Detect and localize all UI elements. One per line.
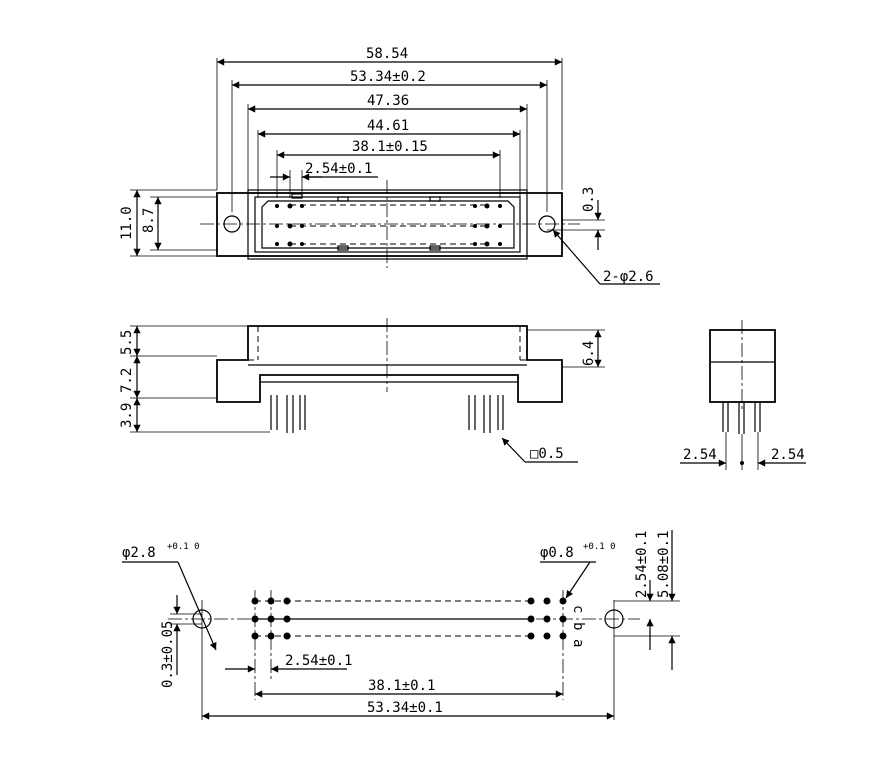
side-view: 2.54 2.54: [680, 320, 806, 470]
row-label-a: a: [570, 639, 586, 647]
note-holes: 2-φ2.6: [603, 269, 654, 285]
dim-row-pitch: 2.54±0.1: [634, 531, 650, 598]
row-label-c: c: [570, 605, 586, 613]
dim-front-mid: 7.2: [119, 368, 135, 393]
dim-overall: 58.54: [366, 46, 408, 62]
note-pin-square: □0.5: [530, 446, 564, 462]
dim-pcb-pitch: 2.54±0.1: [285, 653, 352, 669]
dim-front-top: 5.5: [119, 330, 135, 355]
pcb-layout: c b a φ2.8 +0.1 0 φ0.8 +0.1 0 2.54±0.1 5…: [122, 530, 680, 720]
row-label-b: b: [570, 622, 586, 630]
note-mount-hole: φ2.8: [122, 545, 156, 561]
dim-mount-holes: 53.34±0.2: [350, 69, 426, 85]
note-pin-tol: +0.1 0: [583, 542, 616, 552]
dim-offset-bottom: 0.3±0.05: [160, 621, 176, 688]
dim-pcb-pin-span: 38.1±0.1: [368, 678, 435, 694]
dim-offset-top: 0.3: [581, 187, 597, 212]
top-view: 58.54 53.34±0.2 47.36 44.61 38.1±0.15 2.…: [119, 46, 660, 285]
dim-pin-span: 38.1±0.15: [352, 139, 428, 155]
dim-height-total: 11.0: [119, 206, 135, 240]
note-pin-hole: φ0.8: [540, 545, 574, 561]
dim-pitch: 2.54±0.1: [305, 161, 372, 177]
dim-body: 47.36: [367, 93, 409, 109]
dim-side-left: 2.54: [683, 447, 717, 463]
front-view: 5.5 7.2 3.9 6.4 □0.5: [119, 318, 605, 463]
dim-side-right: 2.54: [771, 447, 805, 463]
dim-row-span: 5.08±0.1: [656, 531, 672, 598]
dim-front-right: 6.4: [581, 341, 597, 366]
dim-inner: 44.61: [367, 118, 409, 134]
dim-height-inner: 8.7: [141, 208, 157, 233]
dim-pcb-mount-span: 53.34±0.1: [367, 700, 443, 716]
dim-front-pin: 3.9: [119, 403, 135, 428]
note-mount-tol: +0.1 0: [167, 542, 200, 552]
